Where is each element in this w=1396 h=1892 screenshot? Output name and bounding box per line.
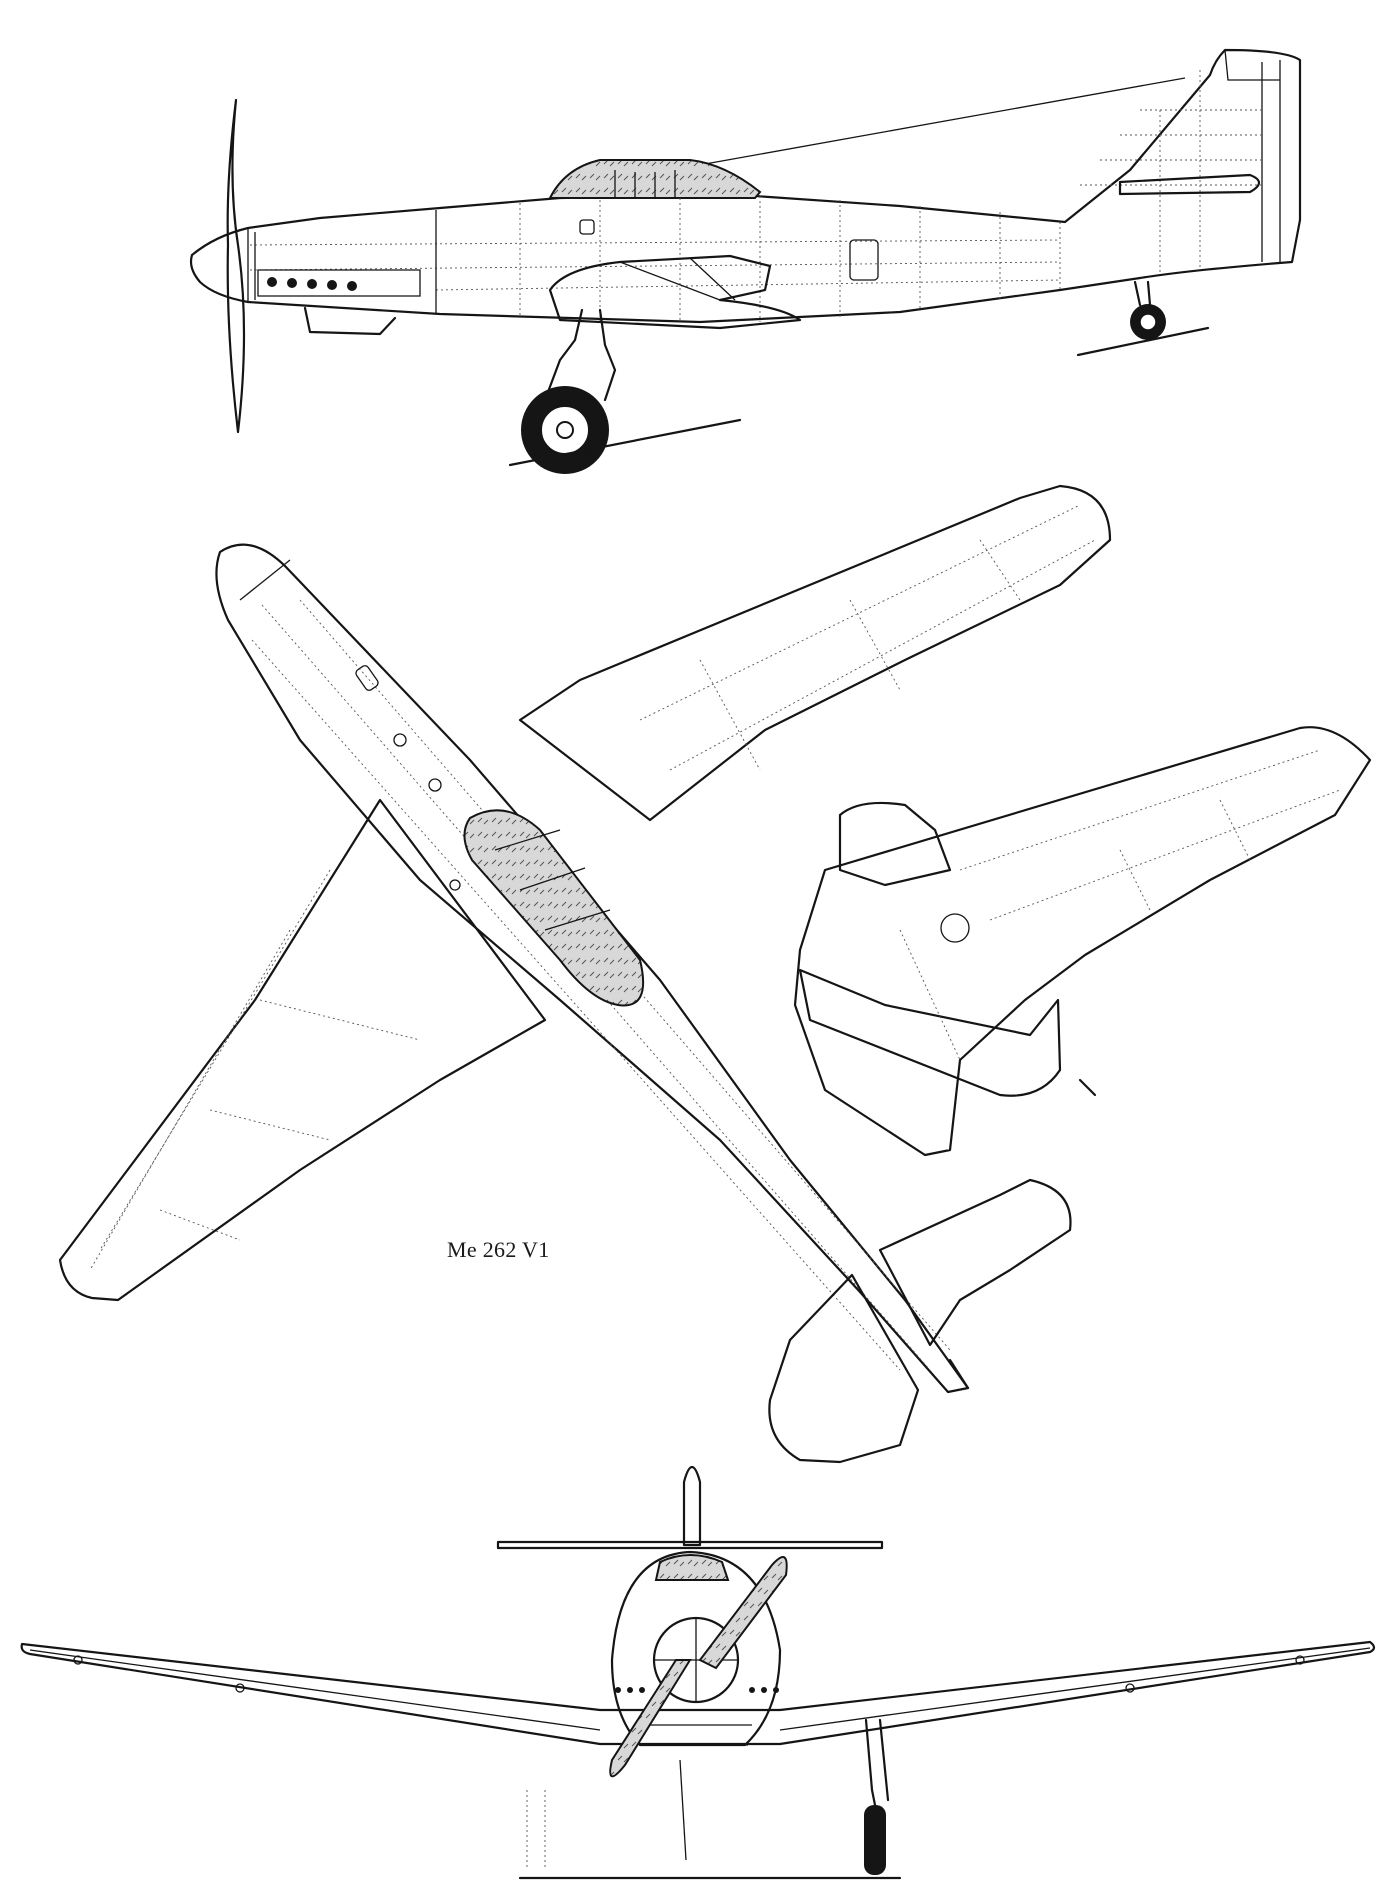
front-tailplane <box>496 1540 884 1550</box>
side-propeller <box>226 98 246 434</box>
front-main-wheel <box>864 1805 886 1875</box>
top-left-tailplane <box>768 1273 920 1464</box>
front-view <box>20 1465 1376 1880</box>
top-canopy <box>463 809 645 1007</box>
bottom-wing <box>793 726 1372 1157</box>
aircraft-caption: Me 262 V1 <box>447 1237 550 1262</box>
side-view <box>189 48 1302 474</box>
bottom-fin <box>838 801 952 887</box>
front-fin <box>682 1465 702 1547</box>
top-view <box>58 484 1112 1464</box>
bottom-view <box>793 726 1372 1157</box>
top-right-wing <box>518 484 1112 822</box>
top-right-tailplane <box>878 1178 1072 1347</box>
front-wing <box>20 1640 1376 1746</box>
top-left-wing <box>58 798 547 1302</box>
front-propeller <box>698 1556 788 1670</box>
top-fuselage <box>215 543 970 1394</box>
side-tailplane <box>1118 173 1261 196</box>
bottom-tailplane <box>798 968 1062 1097</box>
side-fuselage <box>189 48 1302 324</box>
side-wing <box>548 254 802 330</box>
